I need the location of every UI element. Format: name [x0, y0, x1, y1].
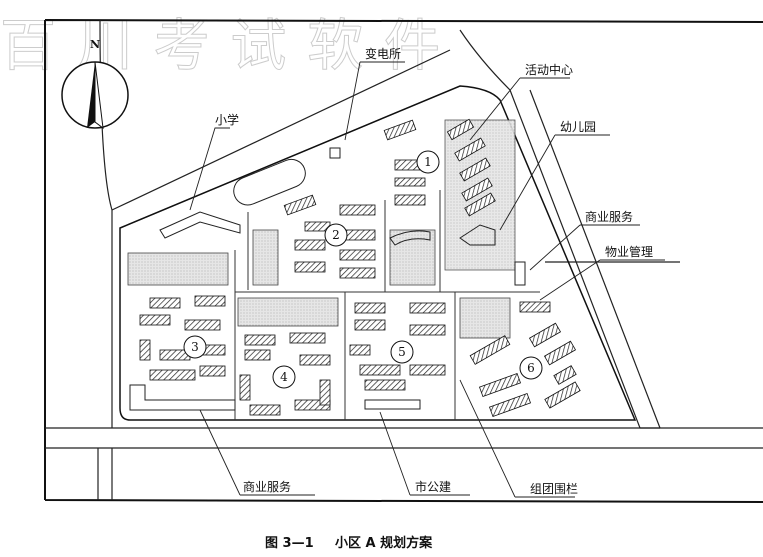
residential-building — [139, 314, 171, 326]
cluster-marker-circle — [272, 365, 296, 389]
residential-building — [149, 297, 181, 309]
label-group-fence: 组团围栏 — [530, 481, 578, 496]
cluster-marker-circle — [324, 223, 348, 247]
residential-building — [184, 319, 221, 331]
residential-building — [409, 324, 446, 336]
site-boundary — [119, 85, 637, 421]
cluster-marker-circle — [390, 340, 414, 364]
residential-building — [454, 137, 486, 162]
cluster-markers: 1 2 3 4 5 6 — [183, 150, 543, 389]
residential-building — [294, 239, 326, 251]
residential-building — [409, 302, 446, 314]
school-building — [159, 211, 241, 239]
cluster-marker-circle — [416, 150, 440, 174]
residential-building — [139, 339, 151, 361]
cluster-number: 1 — [424, 155, 432, 169]
residential-building — [359, 364, 401, 376]
residential-building — [294, 261, 326, 273]
commercial-building-bottom — [129, 384, 236, 411]
label-commercial-service-bottom: 商业服务 — [243, 479, 291, 494]
cluster-number: 4 — [280, 370, 288, 384]
label-property-management: 物业管理 — [605, 244, 653, 259]
residential-building — [409, 364, 446, 376]
figure-number: 图 3—1 — [265, 536, 314, 551]
residential-building — [149, 369, 196, 381]
residential-building — [249, 404, 281, 416]
cluster-number: 3 — [191, 340, 199, 354]
north-arrow-icon — [87, 62, 95, 128]
residential-building — [383, 119, 417, 141]
residential-building — [244, 334, 276, 346]
residential-building — [354, 302, 386, 314]
cluster-number: 6 — [527, 361, 535, 375]
cluster-number: 2 — [332, 228, 340, 242]
residential-building — [394, 194, 426, 206]
residential-building — [299, 354, 331, 366]
residential-building — [349, 344, 371, 356]
residential-building — [459, 157, 491, 182]
residential-building — [553, 365, 577, 385]
residential-building — [194, 295, 226, 307]
figure-title: 小区 A 规划方案 — [335, 535, 433, 551]
leader-lines — [189, 61, 665, 498]
residential-building — [283, 194, 317, 216]
cluster-marker-circle — [519, 356, 543, 380]
residential-building — [339, 267, 376, 279]
label-activity-center: 活动中心 — [525, 62, 573, 77]
residential-building — [244, 349, 271, 361]
inner-roads — [234, 190, 540, 420]
residential-building — [339, 204, 376, 216]
kindergarten-building — [459, 224, 496, 246]
label-substation: 变电所 — [365, 46, 401, 61]
label-primary-school: 小学 — [215, 112, 239, 127]
cluster-marker-circle — [183, 335, 207, 359]
residential-building — [544, 381, 581, 409]
residential-building — [394, 177, 426, 187]
label-public-building: 市公建 — [415, 479, 451, 494]
residential-building — [446, 118, 475, 141]
label-kindergarten: 幼儿园 — [560, 120, 596, 134]
residential-building — [319, 379, 331, 406]
public-building — [364, 399, 421, 410]
residential-building — [239, 374, 251, 401]
activity-center-building — [389, 230, 431, 246]
residential-building — [464, 192, 496, 217]
substation-building — [329, 147, 341, 159]
residential-building — [478, 372, 522, 398]
residential-building — [519, 301, 551, 313]
residential-building — [488, 392, 532, 418]
label-commercial-service-right: 商业服务 — [585, 209, 633, 224]
north-label: N — [90, 38, 100, 51]
school-track — [233, 158, 306, 206]
cluster-number: 5 — [398, 345, 406, 359]
map-frame — [44, 19, 763, 503]
residential-building — [354, 319, 386, 331]
residential-building — [199, 365, 226, 377]
residential-building — [469, 335, 511, 365]
residential-building — [543, 340, 577, 366]
residential-building — [289, 332, 326, 344]
north-compass: N — [61, 38, 129, 130]
commercial-building-right — [514, 261, 526, 286]
residential-building — [528, 322, 562, 348]
residential-building — [461, 177, 493, 202]
residential-building — [339, 249, 376, 261]
residential-buildings — [139, 118, 581, 418]
residential-building — [364, 379, 406, 391]
